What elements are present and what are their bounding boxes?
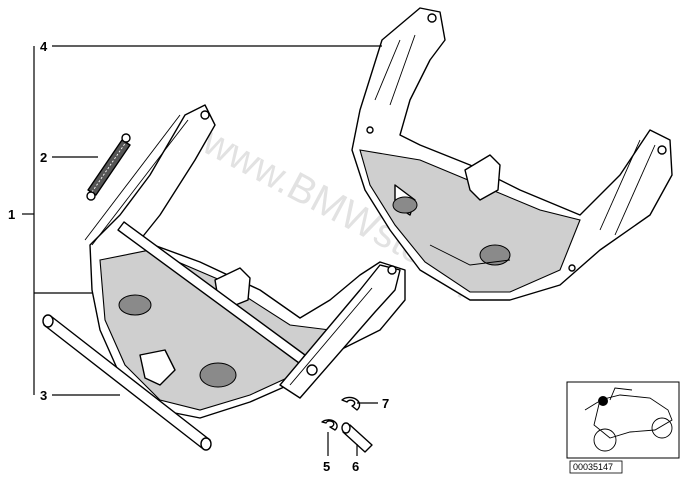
callout-3: 3 [40, 388, 47, 403]
leader-lines [22, 45, 382, 456]
callout-4: 4 [40, 39, 48, 54]
thumbnail-code: 00035147 [573, 462, 613, 472]
part-2-spring[interactable] [86, 133, 131, 201]
callout-7: 7 [382, 396, 389, 411]
part-6-short-pin[interactable] [341, 422, 373, 453]
thumbnail-box: 00035147 [566, 381, 680, 474]
part-5-circlip[interactable] [321, 419, 338, 431]
callout-2: 2 [40, 150, 47, 165]
part-4-upper-frame[interactable] [351, 7, 673, 301]
part-7-clip[interactable] [341, 396, 361, 411]
callout-5: 5 [323, 459, 330, 474]
callout-6: 6 [352, 459, 359, 474]
part-3-long-pin[interactable] [42, 314, 212, 451]
callout-1: 1 [8, 207, 15, 222]
part-1-frame-assembly[interactable] [84, 104, 406, 419]
motorcycle-icon [584, 387, 673, 452]
